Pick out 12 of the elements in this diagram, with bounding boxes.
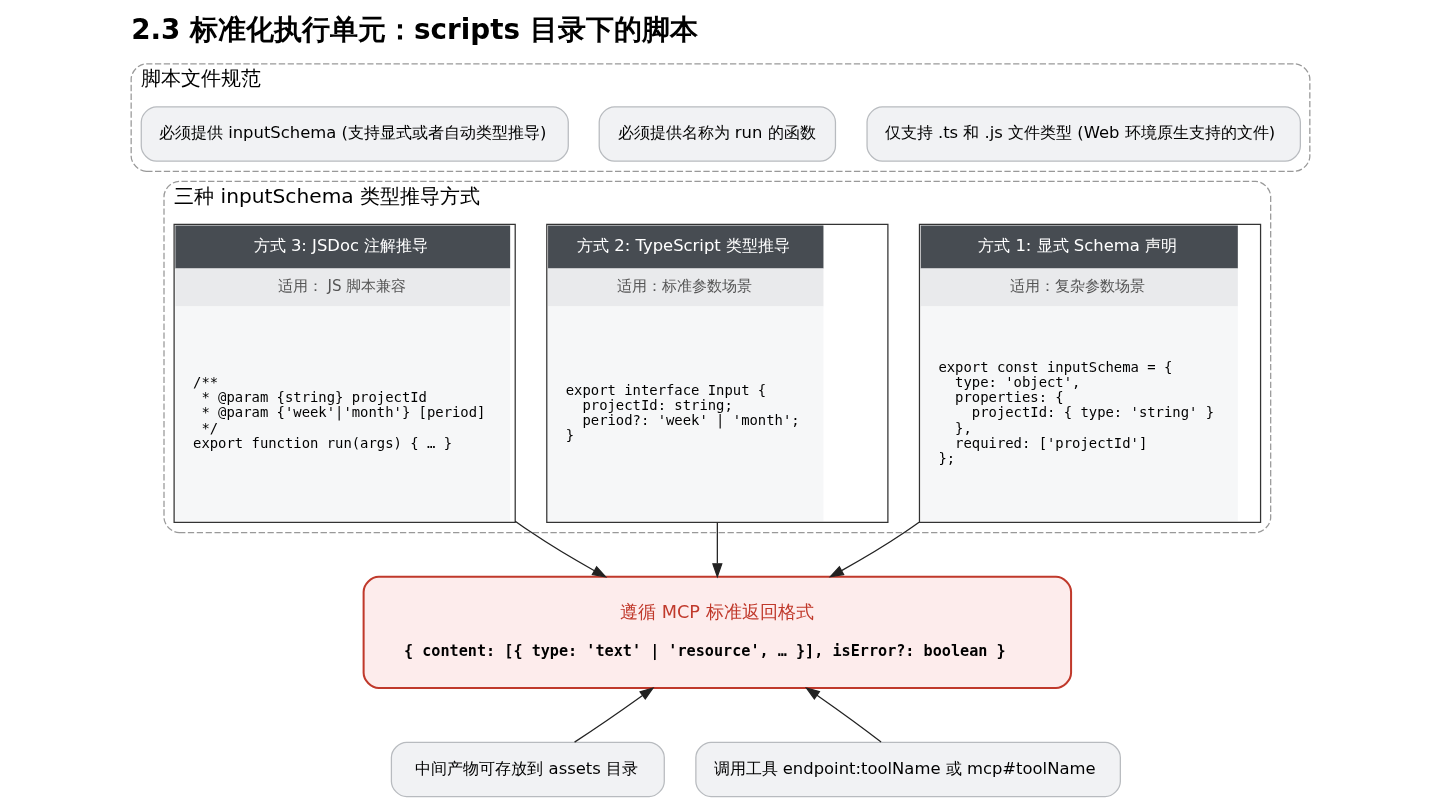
arrow <box>828 521 920 578</box>
node-box: 遵循 MCP 标准返回格式 { content: [{ type: 'text' | 'resource', … }], isError?: boolean } <box>362 575 1072 689</box>
arrow <box>514 520 607 578</box>
diagram-title: 2.3 标准化执行单元：scripts 目录下的脚本 <box>130 13 698 47</box>
node-box: 调用工具 endpoint:toolName 或 mcp#toolName <box>694 741 1121 798</box>
node-box: 仅支持 .ts 和 .js 文件类型 (Web 环境原生支持的文件) <box>865 106 1301 162</box>
node-box: 必须提供名称为 run 的函数 <box>598 106 836 162</box>
node-box: 必须提供 inputSchema (支持显式或者自动类型推导) <box>140 106 569 162</box>
arrow <box>804 686 882 743</box>
arrow <box>711 522 723 579</box>
node-box: 中间产物可存放到 assets 目录 <box>390 741 665 798</box>
arrow <box>573 686 654 743</box>
